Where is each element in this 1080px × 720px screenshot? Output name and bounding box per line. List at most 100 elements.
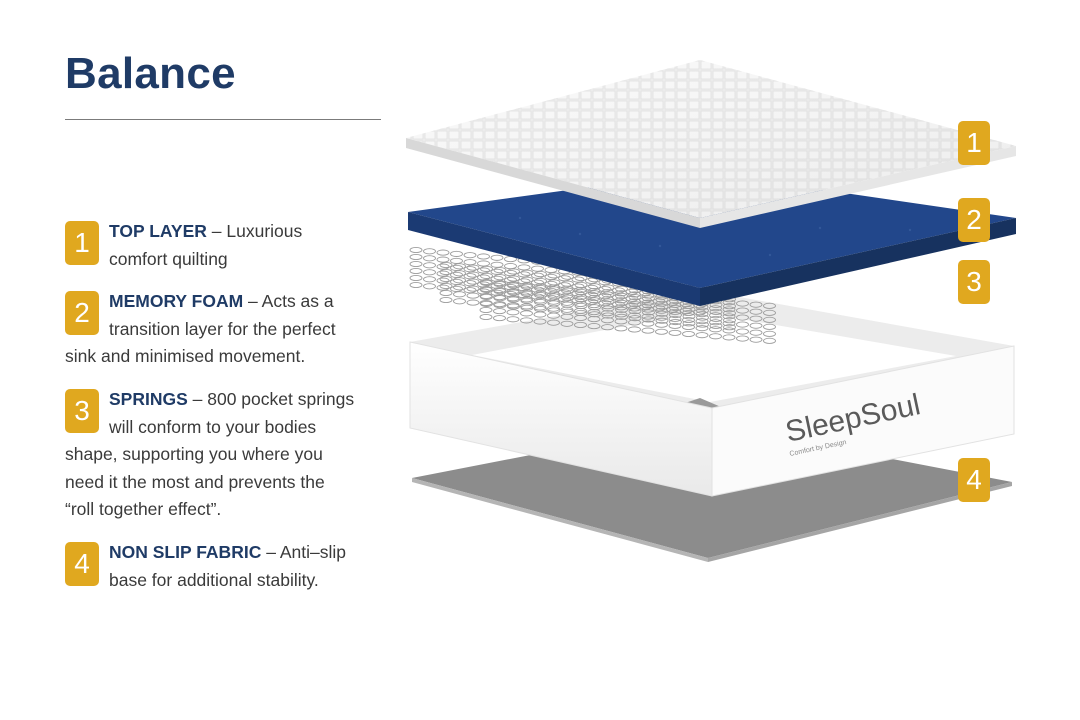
spring-coil (439, 282, 453, 290)
spring-coil (723, 310, 736, 317)
spring-coil (668, 315, 682, 322)
spring-coil (517, 271, 531, 278)
spring-coil (450, 271, 463, 278)
spring-coil (628, 308, 642, 315)
spring-coil (601, 289, 614, 296)
spring-coil (709, 319, 722, 326)
spring-coil (506, 288, 520, 295)
spring-coil (520, 289, 533, 296)
spring-coil (571, 290, 585, 297)
spring-coil (763, 302, 776, 309)
spring-coil (615, 292, 628, 299)
spring-coil (682, 320, 696, 327)
spring-coil (601, 303, 614, 310)
spring-coil (655, 307, 668, 314)
feature-item-memory-foam: 2 MEMORY FOAM – Acts as a transition lay… (65, 288, 355, 371)
spring-coil (439, 268, 453, 276)
spring-coil (477, 253, 490, 260)
spring-coil (409, 246, 423, 254)
spring-coil (560, 313, 574, 320)
spring-coil (628, 301, 642, 308)
spring-coil (695, 311, 709, 318)
spring-coil (615, 285, 628, 292)
spring-coil (763, 323, 776, 330)
spring-coil (587, 288, 601, 295)
spring-coil (614, 325, 628, 332)
spring-coil (723, 303, 736, 310)
spring-coil (547, 312, 560, 319)
spring-coil (587, 302, 601, 309)
spring-coil (722, 320, 736, 327)
title-divider (65, 119, 381, 120)
spring-coil (533, 311, 547, 318)
spring-coil (409, 253, 423, 261)
spring-coil (655, 296, 669, 303)
spring-coil (655, 310, 669, 317)
spring-coil (544, 273, 558, 281)
spring-coil (544, 294, 558, 302)
spring-coil (749, 308, 763, 315)
spring-coil (547, 284, 560, 291)
mattress-layers-diagram: SleepSoul Comfort by Design (406, 60, 1016, 562)
spring-coil (669, 304, 682, 312)
spring-coil (709, 326, 722, 333)
spring-coil (574, 321, 587, 328)
spring-coil (642, 309, 655, 316)
spring-coil (615, 299, 628, 306)
spring-coil (628, 315, 642, 322)
feature-description: – Luxurious comfort quilting (109, 221, 303, 269)
spring-coil (601, 324, 614, 331)
spring-coil (585, 284, 598, 291)
callout-badge-3: 3 (958, 260, 990, 304)
spring-coil (560, 320, 574, 327)
spring-coil (490, 268, 504, 275)
feature-item-springs: 3 SPRINGS – 800 pocket springs will conf… (65, 386, 355, 524)
spring-coil (506, 295, 520, 302)
feature-description: – Acts as a transition layer for the per… (65, 291, 336, 366)
spring-coil (423, 276, 436, 283)
spring-coil (736, 321, 749, 328)
spring-coil (547, 291, 560, 298)
spring-coil (533, 318, 547, 325)
spring-coil (439, 275, 453, 283)
spring-coil (585, 277, 598, 284)
spring-coil (749, 315, 763, 322)
memory-foam-layer (408, 172, 1016, 306)
spring-coil (695, 325, 709, 332)
page-title: Balance (65, 49, 236, 98)
spring-coil (493, 294, 506, 301)
spring-coil (490, 254, 504, 261)
spring-coil (695, 332, 709, 339)
spring-coil (517, 264, 531, 271)
spring-coil (466, 299, 480, 306)
spring-coil (587, 295, 601, 302)
spring-coil (466, 285, 480, 292)
spring-coil (601, 296, 614, 303)
spring-coil (682, 323, 695, 331)
spring-coil (628, 312, 641, 319)
spring-coil (450, 278, 463, 285)
spring-coil (506, 302, 520, 309)
spring-coil (533, 283, 547, 290)
spring-coil (574, 274, 588, 282)
spring-coil (547, 272, 561, 279)
spring-coil (558, 275, 571, 282)
spring-coil (480, 272, 493, 279)
spring-coil (749, 301, 763, 308)
spring-coil (709, 333, 722, 340)
spring-coil (547, 279, 561, 286)
spring-coil (453, 298, 466, 305)
spring-coil (409, 274, 423, 282)
feature-panel: Balance 1 TOP LAYER – Luxurious comfort … (65, 40, 385, 590)
spring-coil (614, 290, 628, 297)
spring-coil (669, 318, 682, 326)
spring-coil (453, 263, 466, 270)
spring-coil (479, 299, 493, 307)
spring-coil (574, 281, 588, 289)
spring-coil (504, 263, 517, 270)
spring-coil (463, 252, 477, 259)
spring-coil (574, 286, 587, 293)
spring-coil (598, 286, 612, 293)
spring-coil (601, 305, 615, 312)
feature-item-top-layer: 1 TOP LAYER – Luxurious comfort quilting (65, 218, 355, 273)
